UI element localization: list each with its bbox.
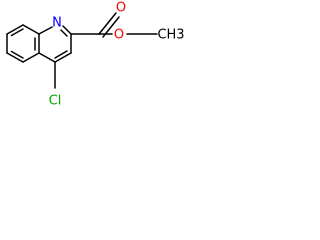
ester-oxygen-label: O xyxy=(114,28,124,43)
bond-n1-c2 xyxy=(62,25,72,35)
bond-c8-c8a xyxy=(6,24,24,35)
bond-carbonyl-o-1 xyxy=(98,12,117,35)
bond-c8-c8a-inner xyxy=(10,28,24,37)
bond-c7-c6 xyxy=(6,52,24,63)
methyl-4-chloroquinoline-2-carboxylate-structure: N O O CH3 Cl xyxy=(6,1,185,109)
carbonyl-oxygen-label: O xyxy=(116,1,126,16)
bond-c4a-c8a xyxy=(22,24,40,35)
bond-c6-c5 xyxy=(22,52,40,63)
bond-c4-c4a xyxy=(38,52,56,63)
bond-c8a-n1 xyxy=(38,26,53,35)
bond-c7-c6-inner xyxy=(10,50,24,59)
nitrogen-atom-label: N xyxy=(52,16,62,31)
bond-c3-c4-inner xyxy=(54,50,68,59)
bond-n1-c2-inner xyxy=(60,29,68,37)
methyl-group-label: CH3 xyxy=(157,28,184,43)
chlorine-atom-label: Cl xyxy=(49,94,62,109)
atom-labels: N O O CH3 Cl xyxy=(49,1,185,109)
structure-canvas: N O O CH3 Cl xyxy=(0,0,188,123)
bond-c3-c4 xyxy=(54,52,72,63)
bonds xyxy=(6,12,158,89)
